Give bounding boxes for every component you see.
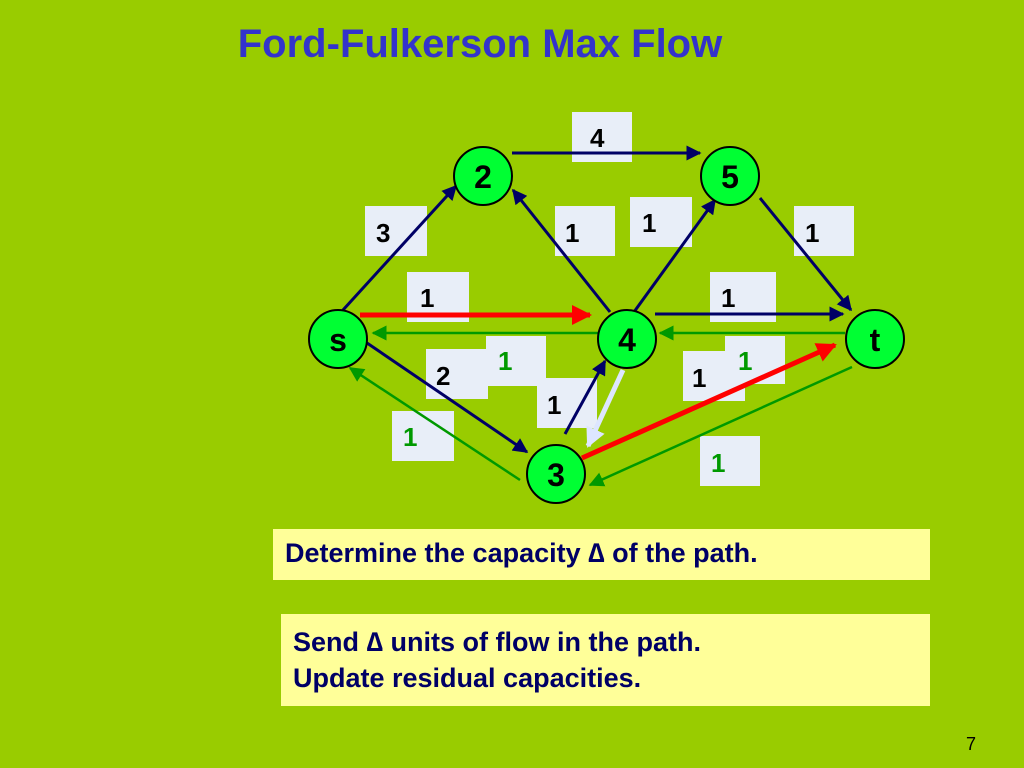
residual-edge-t-to-3: [588, 365, 853, 487]
node-5: 5: [700, 146, 760, 206]
node-t-label: t: [870, 322, 881, 358]
edge-s-to-3: [366, 341, 529, 454]
node-s: s: [308, 309, 368, 369]
node-4: 4: [597, 309, 657, 369]
cap-label-5-t: 1: [805, 218, 819, 248]
instruction-send-flow-line1: Send ∆ units of flow in the path.: [293, 627, 701, 657]
page-number: 7: [966, 734, 977, 754]
cap-label-4-2: 1: [565, 218, 579, 248]
cap-label-2-5: 4: [590, 123, 605, 153]
edge-s-to-2: [341, 184, 458, 312]
cap-box-5-t: [794, 206, 854, 256]
cap-label-s-4: 1: [420, 283, 434, 313]
residual-edge-3-to-s: [348, 366, 521, 482]
cap-label-3-t: 1: [692, 363, 706, 393]
node-4-label: 4: [618, 322, 636, 358]
instruction-send-flow: Send ∆ units of flow in the path. Update…: [281, 614, 930, 706]
node-3-label: 3: [547, 457, 565, 493]
cap-box-4-s-res: [486, 336, 546, 386]
cap-label-4-5: 1: [642, 208, 656, 238]
cap-label-t-3-res: 1: [711, 448, 725, 478]
slide-title: Ford-Fulkerson Max Flow: [237, 22, 723, 66]
cap-box-3-s-res: [392, 411, 454, 461]
node-2: 2: [453, 146, 513, 206]
instruction-update-residual-line2: Update residual capacities.: [293, 663, 642, 693]
cap-box-4-2: [555, 206, 615, 256]
cap-label-s-2: 3: [376, 218, 390, 248]
edge-4-to-5: [632, 198, 717, 313]
node-2-label: 2: [474, 159, 492, 195]
cap-box-3-4: [537, 378, 597, 428]
cap-label-3-4: 1: [547, 390, 561, 420]
cap-label-3-s-res: 1: [403, 422, 417, 452]
edge-3-to-4: [563, 359, 607, 435]
cap-label-4-t: 1: [721, 283, 735, 313]
node-5-label: 5: [721, 159, 739, 195]
node-3: 3: [526, 444, 586, 504]
cap-label-s-3: 2: [436, 361, 450, 391]
instruction-determine-capacity-text: Determine the capacity ∆ of the path.: [285, 538, 758, 568]
cap-box-s-2: [365, 206, 427, 256]
cap-label-t-4-res: 1: [738, 346, 752, 376]
augmenting-path-3-to-t: [580, 342, 837, 461]
edge-5-to-t: [758, 197, 853, 312]
reverse-edge-4-to-3: [585, 368, 626, 448]
edge-4-to-2: [511, 188, 612, 313]
cap-box-t-4-res: [725, 336, 785, 384]
cap-box-4-5: [630, 197, 692, 247]
instruction-determine-capacity: Determine the capacity ∆ of the path.: [273, 529, 930, 580]
cap-label-4-s-res: 1: [498, 346, 512, 376]
node-s-label: s: [329, 322, 347, 358]
node-t: t: [845, 309, 905, 369]
cap-box-t-3-res: [700, 436, 760, 486]
